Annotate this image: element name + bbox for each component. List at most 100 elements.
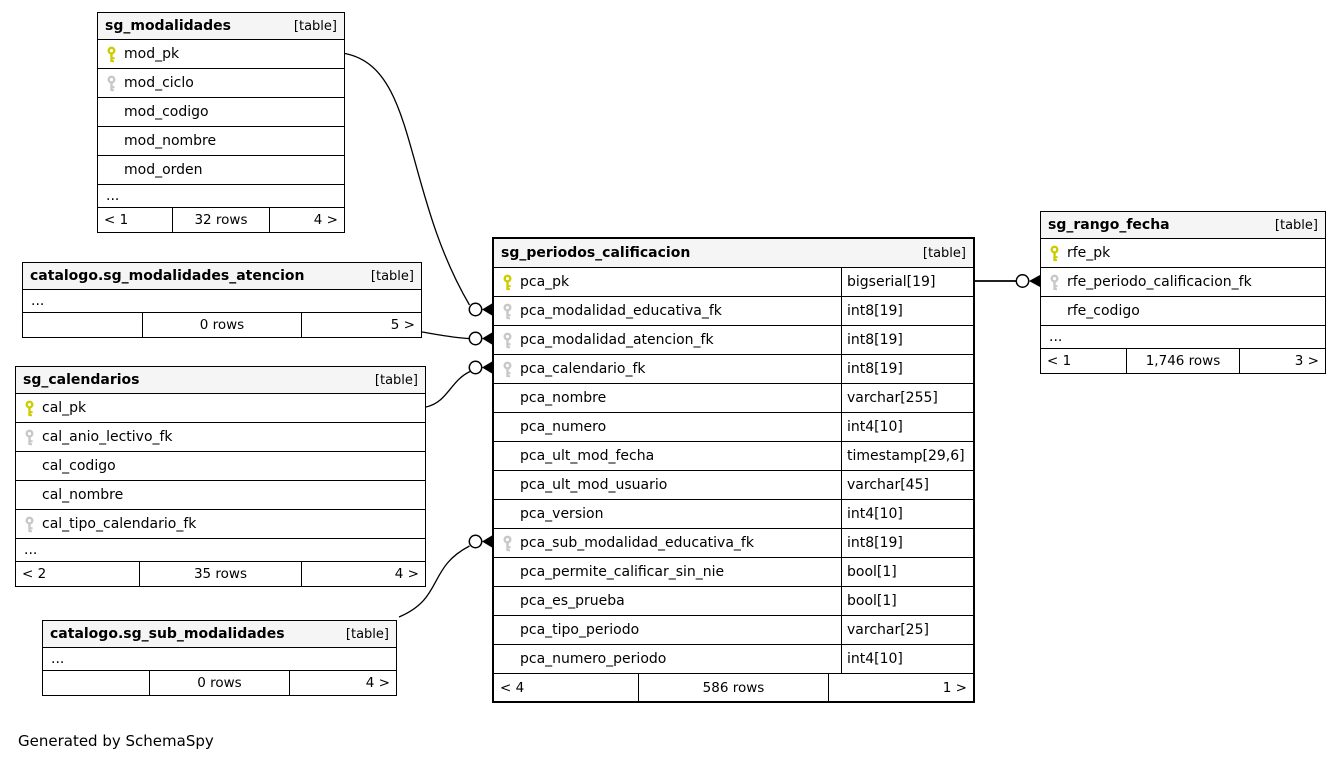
column-row[interactable]: pca_tipo_periodo varchar[25] [494,616,973,645]
table-header[interactable]: sg_calendarios [table] [16,367,425,394]
table-header[interactable]: sg_rango_fecha [table] [1041,212,1325,239]
zero-cardinality-icon [468,534,483,549]
column-row[interactable]: pca_sub_modalidad_educativa_fk int8[19] [494,529,973,558]
column-row[interactable]: cal_pk [16,394,425,423]
column-name: mod_nombre [124,133,217,149]
column-name: pca_calendario_fk [520,361,646,377]
column-row[interactable]: pca_ult_mod_fecha timestamp[29,6] [494,442,973,471]
ellipsis-label: ... [1049,329,1063,345]
column-row[interactable]: pca_nombre varchar[255] [494,384,973,413]
column-type: bigserial[19] [841,268,973,296]
foreign-key-icon [503,332,512,349]
column-name: rfe_pk [1067,245,1111,261]
table-card-sg-rango-fecha[interactable]: sg_rango_fecha [table] rfe_pk rfe_period… [1040,211,1326,374]
column-name: pca_ult_mod_usuario [520,477,668,493]
footer-row-count: 0 rows [148,671,291,695]
footer-prev-count: < 2 [22,566,47,582]
table-header[interactable]: catalogo.sg_modalidades_atencion [table] [23,263,421,290]
column-row[interactable]: pca_calendario_fk int8[19] [494,355,973,384]
column-row[interactable]: rfe_codigo [1041,297,1325,326]
table-title: sg_calendarios [23,372,140,388]
column-type: varchar[25] [841,616,973,644]
column-row[interactable]: mod_orden [98,156,344,185]
table-header[interactable]: sg_modalidades [table] [98,13,344,40]
column-name: pca_es_prueba [520,593,625,609]
column-row[interactable]: cal_tipo_calendario_fk [16,510,425,539]
table-footer: < 1 1,746 rows 3 > [1041,349,1325,373]
more-columns-row: ... [43,648,396,671]
foreign-key-icon [503,303,512,320]
column-name: pca_tipo_periodo [520,622,640,638]
column-row[interactable]: rfe_pk [1041,239,1325,268]
table-type-badge: [table] [922,245,966,261]
table-card-sg-periodos-calificacion[interactable]: sg_periodos_calificacion [table] pca_pk … [492,237,975,703]
table-header[interactable]: catalogo.sg_sub_modalidades [table] [43,621,396,648]
column-name: mod_ciclo [124,75,194,91]
zero-cardinality-icon [1015,274,1030,288]
column-row[interactable]: cal_nombre [16,481,425,510]
column-type: int4[10] [841,413,973,441]
foreign-key-icon [25,516,34,533]
more-columns-row: ... [16,539,425,562]
foreign-key-icon [25,429,34,446]
table-footer: 0 rows 4 > [43,671,396,695]
column-row[interactable]: pca_modalidad_educativa_fk int8[19] [494,297,973,326]
column-row[interactable]: mod_codigo [98,98,344,127]
footer-next-count: 4 > [394,566,419,582]
column-row[interactable]: mod_ciclo [98,69,344,98]
column-row[interactable]: pca_modalidad_atencion_fk int8[19] [494,326,973,355]
foreign-key-icon [503,361,512,378]
column-row[interactable]: pca_pk bigserial[19] [494,268,973,297]
column-name: pca_modalidad_educativa_fk [520,303,722,319]
ellipsis-label: ... [106,188,120,204]
table-title: sg_modalidades [105,18,231,34]
column-row[interactable]: rfe_periodo_calificacion_fk [1041,268,1325,297]
column-row[interactable]: mod_pk [98,40,344,69]
column-name: cal_codigo [42,458,116,474]
zero-cardinality-icon [468,331,483,346]
table-card-sg-sub-modalidades[interactable]: catalogo.sg_sub_modalidades [table] ... … [42,620,397,696]
primary-key-icon [503,274,512,291]
column-type: int8[19] [841,297,973,325]
footer-prev-count: < 1 [104,212,129,228]
column-name: cal_tipo_calendario_fk [42,516,197,532]
footer-next-count: 3 > [1294,353,1319,369]
column-name: pca_numero_periodo [520,651,667,667]
column-row[interactable]: pca_ult_mod_usuario varchar[45] [494,471,973,500]
footer-row-count: 35 rows [138,562,303,586]
column-row[interactable]: mod_nombre [98,127,344,156]
table-title: catalogo.sg_modalidades_atencion [30,268,305,284]
more-columns-row: ... [98,185,344,208]
column-row[interactable]: cal_anio_lectivo_fk [16,423,425,452]
table-type-badge: [table] [1274,217,1318,233]
table-footer: < 4 586 rows 1 > [494,674,973,701]
footer-prev-count [23,313,142,337]
ellipsis-label: ... [51,651,65,667]
footer-prev-count: < 1 [1047,353,1072,369]
column-name: cal_nombre [42,487,124,503]
table-header[interactable]: sg_periodos_calificacion [table] [494,239,973,268]
column-row[interactable]: pca_numero int4[10] [494,413,973,442]
table-card-sg-calendarios[interactable]: sg_calendarios [table] cal_pk cal_anio_l… [15,366,426,587]
footer-prev-count [43,671,149,695]
footer-next-count: 4 > [365,675,390,691]
column-name: rfe_periodo_calificacion_fk [1067,274,1252,290]
column-row[interactable]: pca_es_prueba bool[1] [494,587,973,616]
column-name: pca_version [520,506,604,522]
more-columns-row: ... [1041,326,1325,349]
table-card-sg-modalidades-atencion[interactable]: catalogo.sg_modalidades_atencion [table]… [22,262,422,338]
table-card-sg-modalidades[interactable]: sg_modalidades [table] mod_pk mod_ciclo … [97,12,345,233]
column-name: cal_pk [42,400,87,416]
column-name: pca_ult_mod_fecha [520,448,655,464]
column-row[interactable]: pca_permite_calificar_sin_nie bool[1] [494,558,973,587]
column-name: rfe_codigo [1067,303,1140,319]
crowfoot-icon [482,361,492,374]
column-row[interactable]: pca_version int4[10] [494,500,973,529]
column-row[interactable]: pca_numero_periodo int4[10] [494,645,973,674]
ellipsis-label: ... [24,542,38,558]
table-title: sg_rango_fecha [1048,217,1170,233]
column-type: timestamp[29,6] [841,442,973,470]
ellipsis-label: ... [31,293,45,309]
column-row[interactable]: cal_codigo [16,452,425,481]
